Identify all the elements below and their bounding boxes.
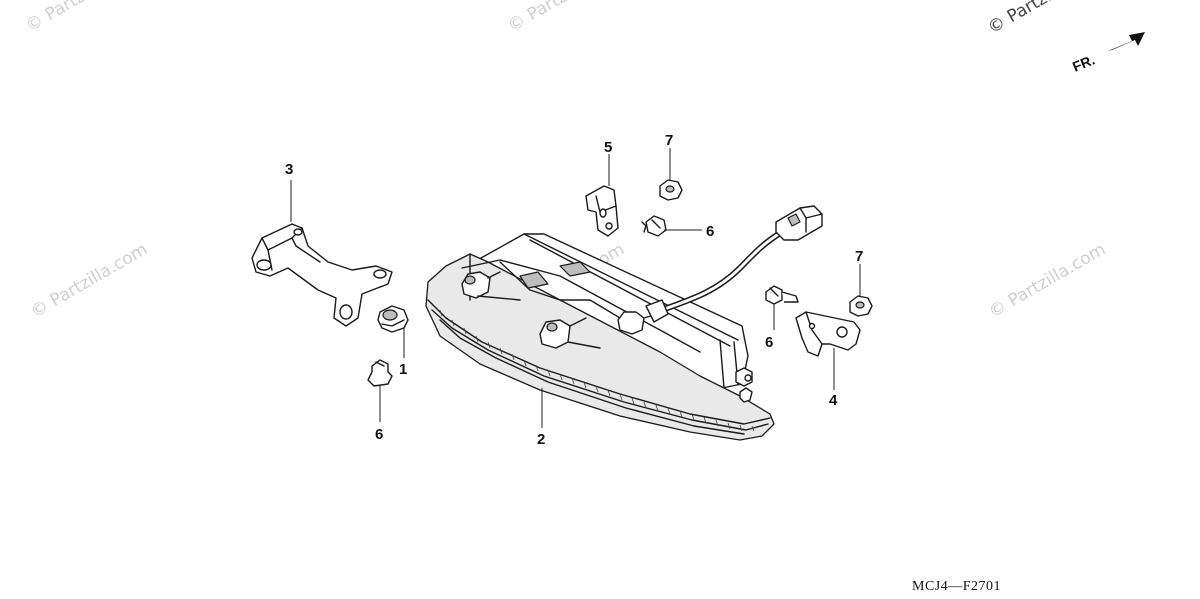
part-7-nut-right bbox=[849, 295, 873, 317]
watermark-top-left: © Partzilla.com bbox=[23, 0, 147, 36]
callout-part-6-center: 6 bbox=[706, 223, 714, 240]
callout-part-7-right: 7 bbox=[855, 248, 863, 265]
watermark-mid-left: © Partzilla.com bbox=[28, 239, 152, 322]
part-6-screw-center bbox=[641, 215, 667, 237]
part-4-bracket bbox=[795, 311, 861, 357]
part-7-nut-upper bbox=[659, 179, 683, 201]
leader-lines bbox=[290, 148, 861, 428]
callout-labels: 3 1 6 2 5 7 6 7 6 4 bbox=[285, 132, 863, 448]
part-2-tail-light bbox=[425, 233, 775, 441]
front-arrow-icon bbox=[1108, 32, 1145, 51]
part-6-screw-right bbox=[765, 285, 799, 305]
callout-part-6-right: 6 bbox=[765, 334, 773, 351]
front-direction-indicator: FR. bbox=[1070, 32, 1145, 75]
diagram-code: MCJ4—F2701 bbox=[912, 579, 1001, 594]
front-direction-label: FR. bbox=[1070, 51, 1097, 74]
callout-part-3: 3 bbox=[285, 161, 293, 178]
lens-rib-pattern bbox=[439, 309, 755, 432]
watermark-top-right: © Partzilla.com bbox=[985, 0, 1109, 38]
callout-part-7-upper: 7 bbox=[665, 132, 673, 149]
callout-part-1: 1 bbox=[399, 361, 407, 378]
watermark-top-center: © Partzilla.com bbox=[505, 0, 629, 36]
part-6-screw-left bbox=[367, 359, 393, 387]
callout-part-5: 5 bbox=[604, 139, 612, 156]
callout-part-6-left: 6 bbox=[375, 426, 383, 443]
wire-harness bbox=[645, 205, 823, 323]
part-5-bracket bbox=[585, 185, 619, 237]
part-3-bracket bbox=[251, 223, 393, 327]
wire-connector bbox=[775, 205, 823, 241]
callout-part-2: 2 bbox=[537, 431, 545, 448]
watermark-mid-right: © Partzilla.com bbox=[986, 239, 1110, 322]
callout-part-4: 4 bbox=[829, 392, 838, 409]
